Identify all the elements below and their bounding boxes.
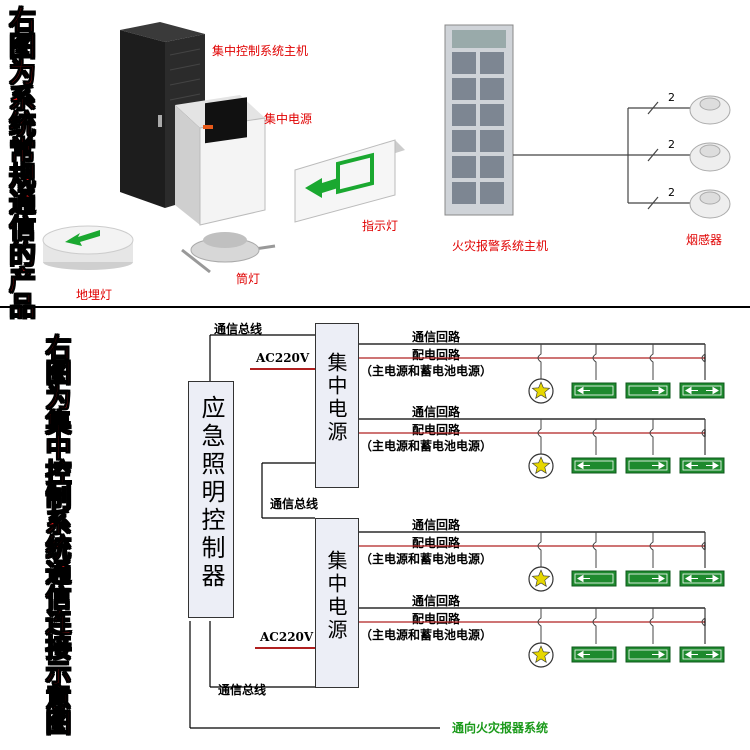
ac220v-label: AC220V	[260, 630, 314, 644]
dist-note-label: （主电源和蓄电池电源）	[360, 628, 493, 642]
exit-sign	[625, 382, 671, 399]
comm-loop-label: 通信回路	[412, 405, 461, 419]
arrow-right-icon	[706, 386, 719, 395]
exit-sign	[571, 382, 617, 399]
connection-diagram	[189, 334, 440, 729]
arrow-left-icon	[577, 386, 590, 395]
exit-sign	[571, 457, 617, 474]
fire-alarm-cabinet	[444, 24, 514, 216]
arrow-left-icon	[577, 461, 590, 470]
exit-sign	[679, 570, 725, 587]
exit-sign	[571, 646, 617, 663]
dist-note-label: （主电源和蓄电池电源）	[360, 552, 493, 566]
ac220v-label: AC220V	[256, 351, 310, 365]
star-icon	[531, 569, 551, 587]
dist-note-label: （主电源和蓄电池电源）	[360, 364, 493, 378]
smoke-detector	[689, 142, 731, 172]
arrow-left-icon	[685, 650, 698, 659]
arrow-right-icon	[652, 650, 665, 659]
section-divider	[0, 306, 750, 308]
label-central-power: 集中电源	[264, 112, 313, 126]
product-illustrations	[42, 22, 731, 274]
floor-lamp-illustration	[42, 225, 134, 270]
exit-sign	[625, 646, 671, 663]
label-fire-host: 火灾报警系统主机	[452, 239, 549, 253]
arrow-left-icon	[685, 574, 698, 583]
exit-sign	[679, 646, 725, 663]
indicator-sign-illustration	[294, 139, 405, 223]
exit-sign	[679, 382, 725, 399]
star-icon	[531, 381, 551, 399]
comm-bus-label: 通信总线	[214, 322, 263, 336]
power-box-2-label: 集中电源	[324, 550, 348, 642]
label-indicator: 指示灯	[362, 219, 399, 233]
arrow-left-icon	[685, 386, 698, 395]
central-power-box-2	[315, 518, 359, 688]
arrow-right-icon	[706, 461, 719, 470]
emergency-lighting-controller	[188, 381, 234, 618]
wire-count-label: 2	[668, 138, 675, 151]
smoke-detector-wiring	[513, 101, 690, 210]
arrow-right-icon	[652, 461, 665, 470]
label-central-host: 集中控制系统主机	[212, 44, 309, 58]
smoke-detector	[689, 189, 731, 219]
dist-note-label: （主电源和蓄电池电源）	[360, 439, 493, 453]
central-power-box-1	[315, 323, 359, 488]
exit-sign	[625, 457, 671, 474]
star-icon	[531, 456, 551, 474]
arrow-right-icon	[706, 650, 719, 659]
arrow-right-icon	[652, 574, 665, 583]
controller-label: 应急照明控制器	[197, 395, 225, 591]
arrow-left-icon	[685, 461, 698, 470]
comm-bus-label: 通信总线	[270, 497, 319, 511]
label-down-lamp: 筒灯	[236, 272, 261, 286]
down-lamp-illustration	[181, 232, 276, 274]
comm-loop-label: 通信回路	[412, 594, 461, 608]
comm-bus-label: 通信总线	[218, 683, 267, 697]
comm-loop-label: 通信回路	[412, 330, 461, 344]
bottom-side-title: 右图为集中控制系统通信连接示意图	[41, 334, 72, 735]
label-smoke-detector: 烟感器	[686, 233, 723, 247]
top-side-title: 右图为系统常规通信的产品	[4, 6, 36, 319]
wire-count-label: 2	[668, 91, 675, 104]
arrow-left-icon	[577, 574, 590, 583]
arrow-right-icon	[706, 574, 719, 583]
exit-sign	[571, 570, 617, 587]
arrow-left-icon	[577, 650, 590, 659]
label-floor-lamp: 地埋灯	[76, 288, 113, 302]
arrow-right-icon	[652, 386, 665, 395]
wire-count-label: 2	[668, 186, 675, 199]
exit-sign	[625, 570, 671, 587]
power-box-1-label: 集中电源	[324, 352, 348, 444]
exit-sign	[679, 457, 725, 474]
comm-loop-label: 通信回路	[412, 518, 461, 532]
star-icon	[531, 645, 551, 663]
to-fire-system-label: 通向火灾报器系统	[452, 721, 549, 735]
smoke-detector	[689, 95, 731, 125]
central-power-box	[175, 95, 266, 226]
